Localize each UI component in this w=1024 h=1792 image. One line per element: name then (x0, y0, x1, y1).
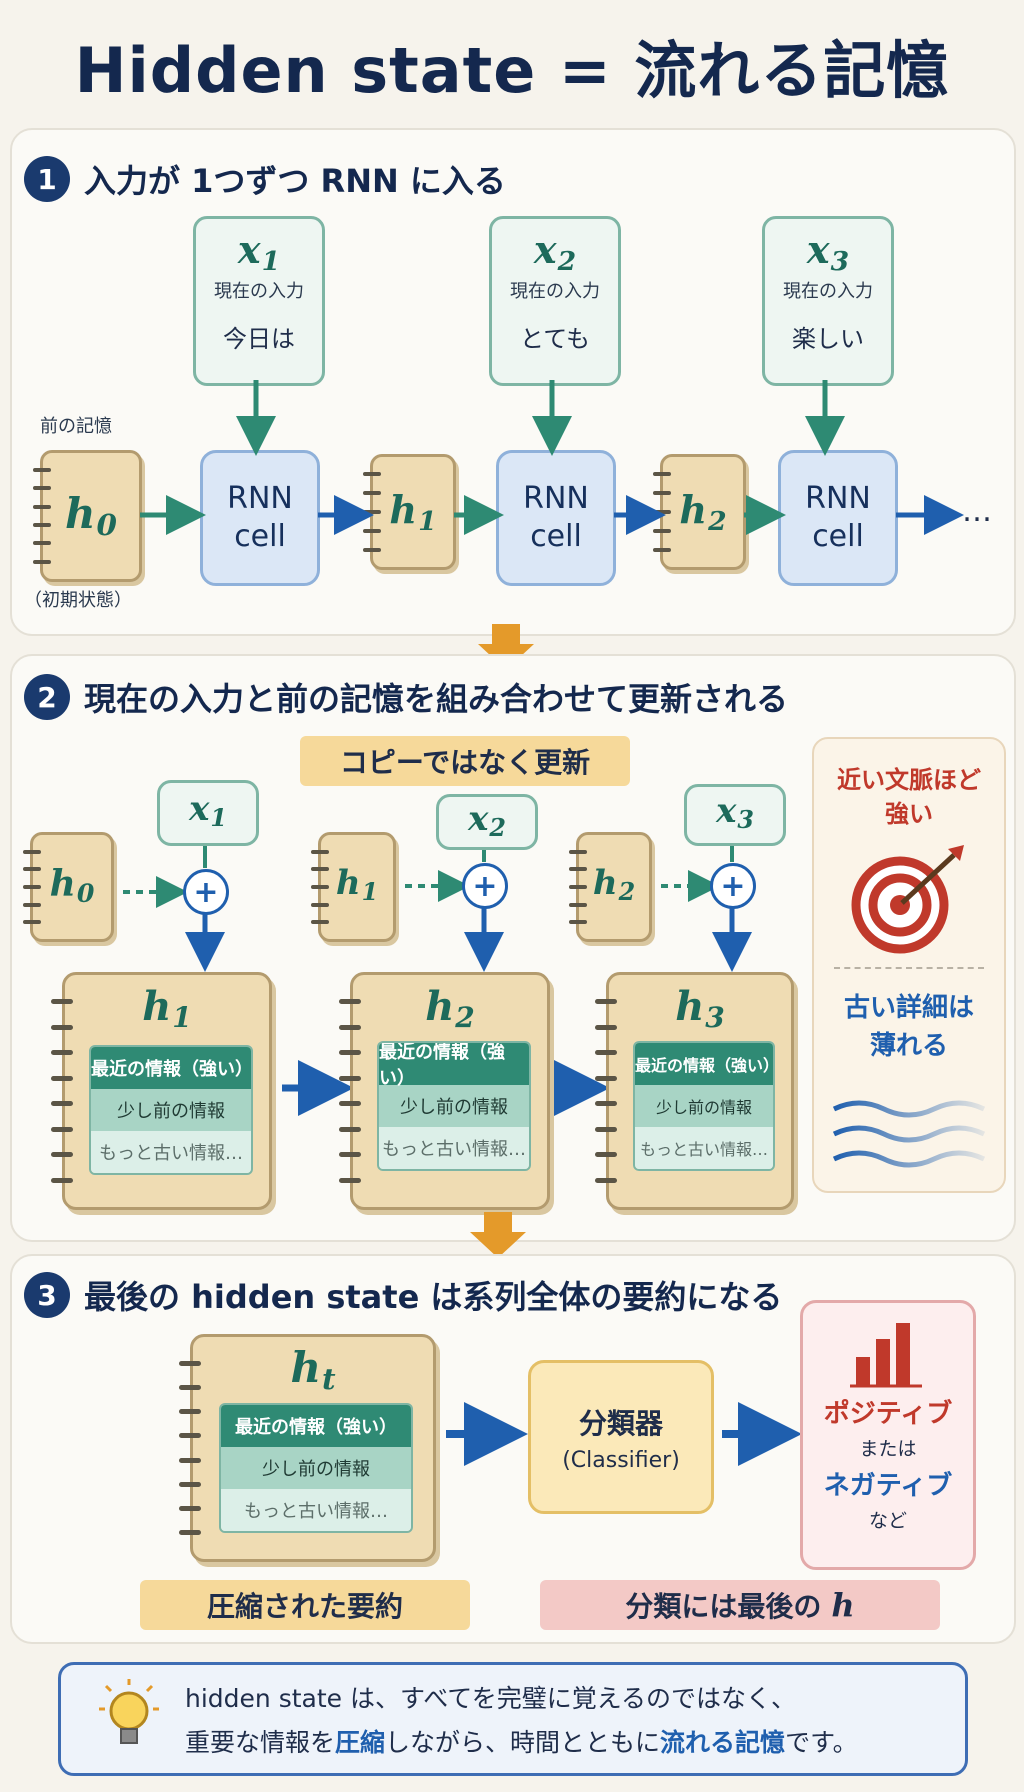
combine-plus-icon: + (462, 863, 508, 909)
input-symbol: x3 (806, 227, 850, 277)
input-box-small: x3 (684, 784, 786, 846)
updated-state-notebook-h3: h3 最近の情報（強い） 少し前の情報 もっと古い情報… (595, 972, 794, 1210)
context-strength-panel: 近い文脈ほど強い 古い詳細は薄れる (812, 737, 1006, 1193)
state-symbol: h1 (335, 863, 379, 906)
combine-plus-icon: + (710, 863, 756, 909)
input-box-x2: x2 現在の入力 とても (489, 216, 621, 386)
bar-chart-icon (850, 1323, 922, 1388)
state-symbol: h1 (389, 487, 437, 537)
input-symbol: x1 (237, 227, 281, 277)
continuation-ellipsis: … (962, 494, 992, 529)
input-box-x1: x1 現在の入力 今日は (193, 216, 325, 386)
callout-line-1: hidden state は、すべてを完璧に覚えるのではなく、 (185, 1684, 796, 1713)
state-symbol: h0 (65, 489, 117, 543)
info-older: もっと古い情報… (635, 1127, 773, 1169)
input-box-x3: x3 現在の入力 楽しい (762, 216, 894, 386)
updated-state-notebook-h2: h2 最近の情報（強い） 少し前の情報 もっと古い情報… (339, 972, 550, 1210)
section-title: 入力が 1つずつ RNN に入る (84, 162, 506, 200)
hidden-state-notebook-prev: h0 (23, 832, 114, 942)
classifier-box: 分類器 (Classifier) (528, 1360, 714, 1514)
state-symbol: h2 (425, 983, 475, 1034)
section-number-badge: 3 (24, 1272, 70, 1318)
input-box-small: x2 (436, 794, 538, 850)
fading-waves-icon (832, 1100, 986, 1168)
input-label: 現在の入力 (510, 280, 600, 302)
initial-state-label: （初期状態） (24, 590, 132, 611)
section-title: 現在の入力と前の記憶を組み合わせて更新される (84, 680, 789, 718)
etc-label: など (868, 1510, 907, 1532)
classifier-subtitle: (Classifier) (562, 1447, 680, 1473)
callout-line-2: 重要な情報を圧縮しながら、時間とともに流れる記憶です。 (185, 1728, 858, 1757)
info-stack: 最近の情報（強い） 少し前の情報 もっと古い情報… (633, 1041, 775, 1171)
summary-callout: hidden state は、すべてを完璧に覚えるのではなく、 重要な情報を圧縮… (58, 1662, 968, 1776)
final-state-notebook: ht 最近の情報（強い） 少し前の情報 もっと古い情報… (179, 1334, 436, 1562)
positive-label: ポジティブ (823, 1399, 953, 1429)
compressed-summary-label: 圧縮された要約 (140, 1580, 470, 1630)
info-older: もっと古い情報… (379, 1127, 529, 1169)
input-word: 楽しい (792, 324, 864, 353)
page-title: Hidden state = 流れる記憶 (74, 34, 950, 107)
hidden-state-notebook-h1: h1 (363, 454, 456, 570)
info-stack: 最近の情報（強い） 少し前の情報 もっと古い情報… (89, 1045, 253, 1175)
input-symbol: x3 (716, 791, 754, 834)
state-symbol: h0 (49, 863, 95, 909)
lightbulb-icon (99, 1679, 159, 1744)
info-earlier: 少し前の情報 (221, 1447, 411, 1489)
section-2-header: 2 現在の入力と前の記憶を組み合わせて更新される (24, 674, 788, 720)
state-symbol: ht (290, 1343, 336, 1397)
or-label: または (859, 1438, 917, 1460)
section-title: 最後の hidden state は系列全体の要約になる (84, 1278, 783, 1316)
target-icon (851, 845, 964, 954)
recent-strong-label: 近い文脈ほど強い (837, 766, 981, 828)
input-word: 今日は (223, 324, 295, 353)
classifier-title: 分類器 (578, 1406, 663, 1440)
info-earlier: 少し前の情報 (635, 1085, 773, 1127)
hidden-state-notebook-prev: h1 (311, 832, 396, 942)
hidden-state-notebook-h0: h0 (33, 450, 142, 582)
sentiment-output-box: ポジティブ または ネガティブ など (800, 1300, 976, 1570)
info-recent: 最近の情報（強い） (379, 1043, 529, 1089)
input-label: 現在の入力 (214, 280, 304, 302)
input-word: とても (519, 324, 591, 353)
info-older: もっと古い情報… (91, 1131, 251, 1173)
input-label: 現在の入力 (783, 280, 873, 302)
state-symbol: h3 (675, 983, 725, 1034)
info-older: もっと古い情報… (221, 1489, 411, 1531)
section-number-badge: 1 (24, 156, 70, 202)
info-recent: 最近の情報（強い） (91, 1047, 251, 1089)
section-number-badge: 2 (24, 674, 70, 720)
negative-label: ネガティブ (823, 1471, 953, 1501)
info-recent: 最近の情報（強い） (221, 1405, 411, 1447)
panel-divider (834, 967, 984, 969)
info-stack: 最近の情報（強い） 少し前の情報 もっと古い情報… (377, 1041, 531, 1171)
state-symbol: h2 (592, 863, 636, 906)
hidden-state-notebook-h2: h2 (653, 454, 746, 570)
updated-state-notebook-h1: h1 最近の情報（強い） 少し前の情報 もっと古い情報… (51, 972, 272, 1210)
section-1-header: 1 入力が 1つずつ RNN に入る (24, 156, 506, 202)
state-symbol: h1 (142, 983, 192, 1034)
input-symbol: x2 (533, 227, 577, 277)
hidden-state-notebook-prev: h2 (569, 832, 652, 942)
down-arrow-2 (470, 1212, 526, 1258)
combine-plus-icon: + (183, 869, 229, 915)
input-symbol: x1 (189, 789, 227, 832)
state-symbol: h2 (679, 487, 727, 537)
input-symbol: x2 (468, 799, 506, 842)
info-stack: 最近の情報（強い） 少し前の情報 もっと古い情報… (219, 1403, 413, 1533)
prev-memory-label: 前の記憶 (40, 416, 112, 437)
old-fade-label: 古い詳細は薄れる (843, 993, 974, 1061)
input-box-small: x1 (157, 780, 259, 846)
section-3-header: 3 最後の hidden state は系列全体の要約になる (24, 1272, 782, 1318)
info-recent: 最近の情報（強い） (635, 1043, 773, 1085)
info-earlier: 少し前の情報 (379, 1085, 529, 1127)
update-banner: コピーではなく更新 (300, 736, 630, 786)
info-earlier: 少し前の情報 (91, 1089, 251, 1131)
